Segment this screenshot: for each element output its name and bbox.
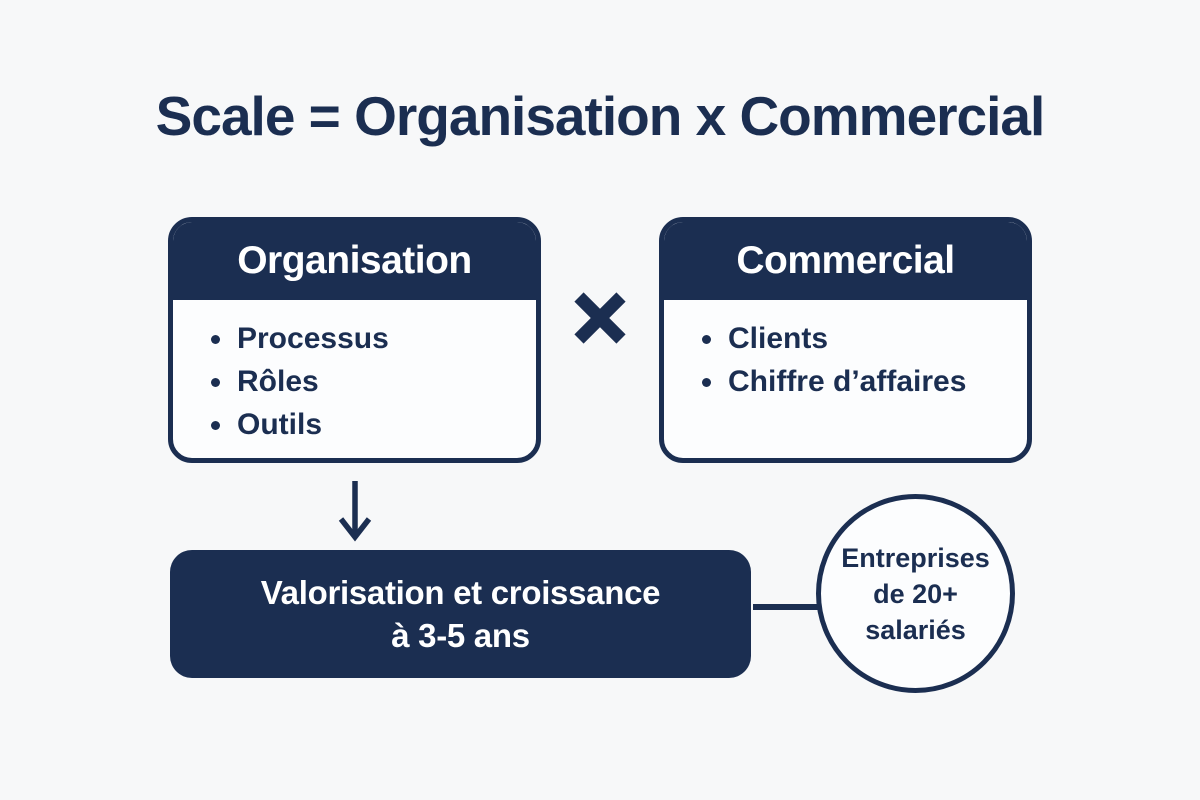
result-line: Valorisation et croissance (260, 574, 661, 611)
page-title: Scale = Organisation x Commercial (155, 85, 1046, 147)
list-item: Rôles (235, 360, 536, 403)
commercial-card-header: Commercial (664, 222, 1027, 300)
organisation-card: Organisation Processus Rôles Outils (168, 217, 541, 463)
result-line: à 3-5 ans (391, 617, 530, 654)
badge-line: Entreprises (841, 542, 990, 573)
list-item: Clients (726, 317, 1027, 360)
list-item: Outils (235, 403, 536, 446)
badge-line: de 20+ (873, 578, 958, 609)
down-arrow-icon (338, 481, 372, 542)
multiply-icon (574, 292, 626, 344)
organisation-card-header: Organisation (173, 222, 536, 300)
list-item: Chiffre d’affaires (726, 360, 1027, 403)
list-item: Processus (235, 317, 536, 360)
connector-line (753, 604, 819, 610)
result-box: Valorisation et croissance à 3-5 ans (170, 550, 751, 678)
commercial-card: Commercial Clients Chiffre d’affaires (659, 217, 1032, 463)
badge-line: salariés (865, 614, 966, 645)
organisation-list: Processus Rôles Outils (173, 317, 536, 446)
commercial-list: Clients Chiffre d’affaires (664, 317, 1027, 403)
badge-circle: Entreprises de 20+ salariés (816, 494, 1015, 693)
